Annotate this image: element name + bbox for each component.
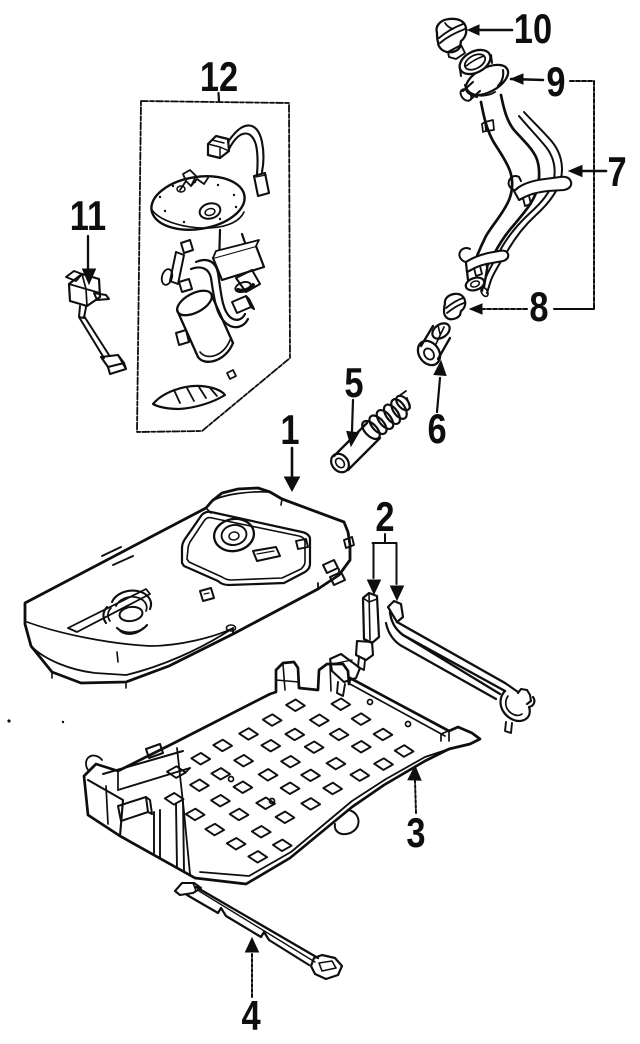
svg-text:4: 4 (241, 993, 261, 1040)
svg-text:2: 2 (375, 494, 394, 541)
svg-text:5: 5 (344, 360, 363, 407)
svg-text:6: 6 (427, 406, 446, 453)
svg-text:1: 1 (280, 407, 299, 454)
svg-text:8: 8 (529, 284, 548, 331)
svg-text:10: 10 (514, 6, 552, 53)
svg-text:7: 7 (607, 149, 626, 196)
svg-text:3: 3 (406, 810, 425, 857)
svg-text:9: 9 (546, 59, 565, 106)
svg-text:11: 11 (70, 193, 106, 240)
